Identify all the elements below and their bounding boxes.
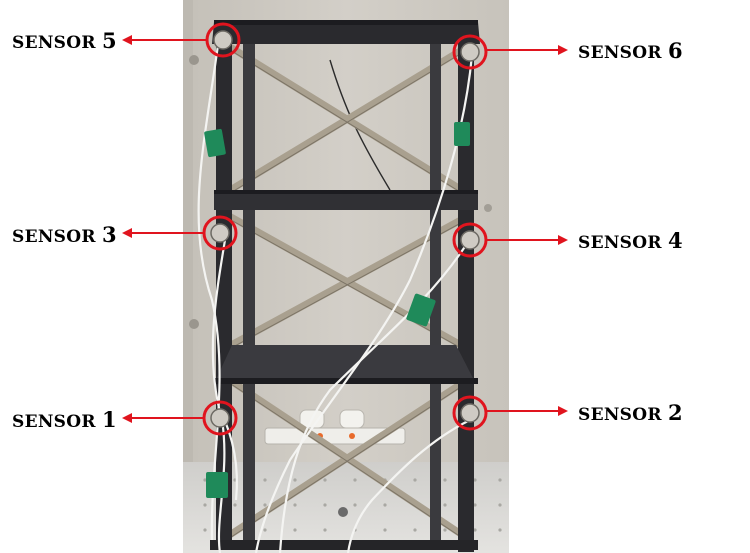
sensor-6-number: 6 — [668, 38, 683, 63]
sensor-2-number: 2 — [668, 400, 683, 425]
accelerometer-tags — [204, 122, 470, 498]
sensor-6-arrow — [486, 45, 568, 55]
sensor-5-word: SENSOR — [12, 33, 96, 53]
sensor-arrows — [122, 35, 568, 423]
sensor-5-label: SENSOR 5 — [12, 30, 117, 52]
sensor-2-circle — [452, 395, 488, 431]
sensor-2-label: SENSOR 2 — [578, 402, 683, 424]
sensor-1-label: SENSOR 1 — [12, 409, 117, 431]
sensor-3-number: 3 — [102, 222, 117, 247]
cross-bracing — [218, 38, 474, 544]
sensor-bodies — [210, 30, 480, 428]
sensor-1-word: SENSOR — [12, 412, 96, 432]
sensor-2-word: SENSOR — [578, 405, 662, 425]
sensor-4-arrow — [486, 235, 568, 245]
sensor-3-word: SENSOR — [12, 227, 96, 247]
sensor-2-arrow — [486, 406, 568, 416]
sensor-6-circle — [452, 34, 488, 70]
sensor-1-number: 1 — [102, 407, 117, 432]
sensor-4-number: 4 — [668, 228, 683, 253]
bracing-edges — [221, 44, 471, 544]
sensor-6-word: SENSOR — [578, 43, 662, 63]
sensor-5-arrow — [122, 35, 207, 45]
sensor-5-number: 5 — [102, 28, 117, 53]
sensor-4-label: SENSOR 4 — [578, 230, 683, 252]
sensor-3-label: SENSOR 3 — [12, 224, 117, 246]
sensor-3-arrow — [122, 228, 204, 238]
sensor-4-word: SENSOR — [578, 233, 662, 253]
sensor-6-label: SENSOR 6 — [578, 40, 683, 62]
sensor-1-arrow — [122, 413, 204, 423]
